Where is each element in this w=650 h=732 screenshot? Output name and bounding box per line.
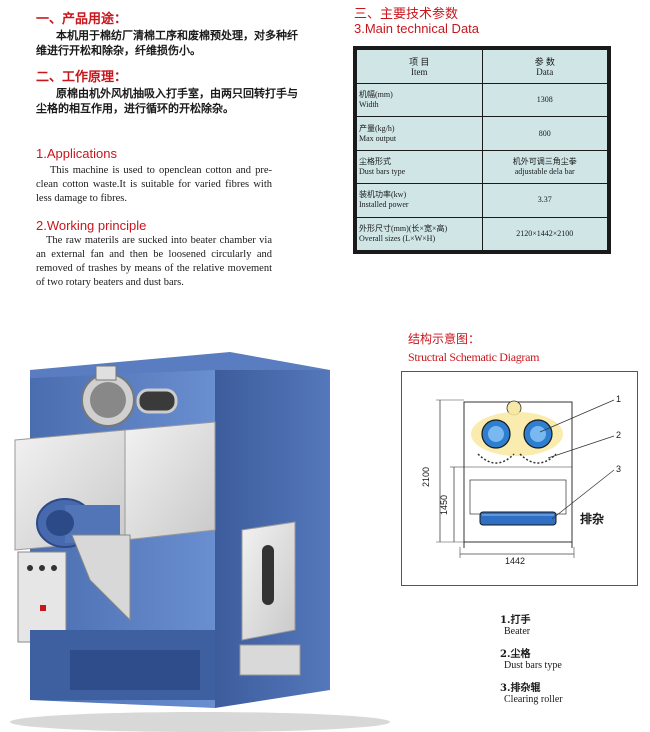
spec-header-item: 项 目 Item (356, 49, 483, 84)
section1-cn-title: 一、产品用途： (36, 12, 128, 27)
section2-cn-title: 二、工作原理： (36, 70, 128, 85)
spec-title-en: 3.Main technical Data (354, 21, 480, 36)
diagram-title-en: Structral Schematic Diagram (408, 350, 540, 364)
section2-cn-text: 原棉由机外风机抽吸入打手室，由两只回转打手与尘格的相互作用，进行循环的开松除杂。 (36, 87, 298, 115)
legend: 1.打手 Beater 2.尘格 Dust bars type 3.排杂辊 Cl… (500, 611, 563, 705)
callout-3: 3 (616, 464, 622, 474)
exhaust-label: 排杂 (580, 512, 605, 526)
dim-height: 2100 (421, 466, 432, 488)
section1-cn-text: 本机用于棉纺厂清棉工序和废棉预处理，对多种纤维进行开松和除杂，纤维损伤小。 (36, 29, 298, 57)
section1-en-text: This machine is used to openclean cotton… (36, 165, 272, 204)
spec-row-output: 产量(kg/h)Max output 800 (356, 116, 608, 151)
callout-1: 1 (616, 394, 622, 404)
spec-header-data: 参 数 Data (481, 49, 608, 84)
spec-title-cn: 三、主要技术参数 (354, 7, 459, 22)
spec-row-power: 装机功率(kw)Installed power 3.37 (356, 183, 608, 218)
diagram-title-cn: 结构示意图： (408, 332, 481, 346)
legend-3-cn: 3.排杂辊 (500, 683, 541, 694)
legend-2-en: Dust bars type (504, 660, 562, 671)
schematic-diagram: 1 2 3 2100 1450 1442 排杂 (401, 371, 638, 586)
legend-3-en: Clearing roller (504, 694, 563, 705)
section1-en-title: 1.Applications (36, 146, 117, 161)
legend-1-cn: 1.打手 (500, 615, 531, 626)
section2-en-text: The raw materils are sucked into beater … (36, 235, 272, 288)
dim-inner-height: 1450 (439, 494, 450, 516)
legend-2-cn: 2.尘格 (500, 649, 531, 660)
spec-table: 项 目 Item 参 数 Data 机幅(mm)Width 1308 产量(kg… (353, 46, 611, 254)
callout-2: 2 (616, 430, 622, 440)
section2-en-title: 2.Working principle (36, 218, 147, 233)
spec-row-sizes: 外形尺寸(mm)(长×宽×高)Overall sizes (L×W×H) 212… (356, 216, 608, 252)
legend-1-en: Beater (504, 626, 531, 637)
spec-row-width: 机幅(mm)Width 1308 (356, 82, 608, 118)
dim-width: 1442 (505, 556, 526, 566)
machine-photo (10, 352, 390, 732)
